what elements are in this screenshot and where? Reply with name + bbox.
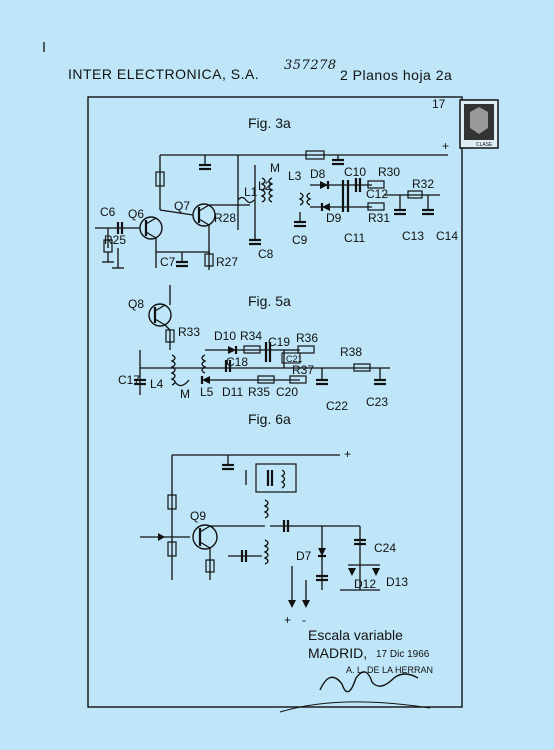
handwritten-number: 357278 <box>284 58 337 73</box>
company-name: INTER ELECTRONICA, S.A. <box>68 66 260 82</box>
footer-place: MADRID, <box>308 645 367 661</box>
svg-text:CLASE: CLASE <box>476 142 493 148</box>
fig5a-label-c23: C23 <box>366 395 388 409</box>
fig3a-label-d9: D9 <box>326 211 342 225</box>
fig6a-label-plus: + <box>284 613 291 627</box>
fig5a-label-l5: L5 <box>200 385 214 399</box>
figure-3a: Fig. 3a + <box>95 115 458 270</box>
fig3a-label-c13: C13 <box>402 229 424 243</box>
fig5a-label-r37: R37 <box>292 363 314 377</box>
fig5a-label-l4: L4 <box>150 377 164 391</box>
footer-date: 17 Dic 1966 <box>376 649 430 660</box>
fig3a-label-r31: R31 <box>368 211 390 225</box>
footer-signatory: A. L. DE LA HERRAN <box>346 665 433 675</box>
fig3a-label-q7: Q7 <box>174 199 190 213</box>
fig3a-title: Fig. 3a <box>248 115 291 131</box>
fig6a-label-d13: D13 <box>386 575 408 589</box>
fig3a-label-c6: C6 <box>100 205 116 219</box>
fig5a-label-m: M <box>180 387 190 401</box>
fig3a-label-r30: R30 <box>378 165 400 179</box>
fig5a-label-r35: R35 <box>248 385 270 399</box>
fig6a-label-d12: D12 <box>354 577 376 591</box>
fig5a-label-d11: D11 <box>222 385 243 399</box>
fig3a-label-q6: Q6 <box>128 207 144 221</box>
footer-scale: Escala variable <box>308 627 403 643</box>
fig5a-label-c21: C21 <box>286 354 303 364</box>
revenue-stamp: CLASE 17 <box>432 97 499 149</box>
fig3a-label-l1: L1 <box>244 185 258 199</box>
figure-6a: Fig. 6a + <box>140 411 408 627</box>
fig5a-label-c20: C20 <box>276 385 298 399</box>
fig6a-plus-top: + <box>344 447 351 461</box>
fig3a-label-r32: R32 <box>412 177 434 191</box>
signature-underline <box>279 701 431 713</box>
fig5a-label-c19: C19 <box>268 335 290 349</box>
fig6a-title: Fig. 6a <box>248 411 291 427</box>
fig5a-label-c17: C17 <box>118 373 140 387</box>
fig6a-label-q9: Q9 <box>190 509 206 523</box>
stamp-code: 17 <box>432 97 446 111</box>
signature-scribble <box>319 671 419 693</box>
fig5a-title: Fig. 5a <box>248 293 291 309</box>
fig3a-label-l3: L3 <box>288 169 302 183</box>
fig5a-label-q8: Q8 <box>128 297 144 311</box>
plan-info: 2 Planos hoja 2a <box>340 67 453 83</box>
fig5a-label-r34: R34 <box>240 329 262 343</box>
fig6a-label-c24: C24 <box>374 541 396 555</box>
fig3a-label-c9: C9 <box>292 233 308 247</box>
fig3a-label-c11: C11 <box>344 231 365 245</box>
fig3a-label-c10: C10 <box>344 165 366 179</box>
fig5a-label-c18: C18 <box>226 355 248 369</box>
fig3a-label-c14: C14 <box>436 229 458 243</box>
drawing-frame <box>87 96 463 708</box>
fig5a-label-r36: R36 <box>296 331 318 345</box>
fig5a-label-c22: C22 <box>326 399 348 413</box>
fig3a-label-c12: C12 <box>366 187 388 201</box>
fig3a-label-r28: R28 <box>214 211 236 225</box>
fig3a-label-c7: C7 <box>160 255 176 269</box>
fig5a-label-r38: R38 <box>340 345 362 359</box>
figure-5a: Fig. 5a <box>118 285 390 413</box>
fig3a-label-m: M <box>270 161 280 175</box>
fig6a-label-minus: - <box>302 613 306 627</box>
fig5a-label-d10: D10 <box>214 329 236 343</box>
fig3a-label-r27: R27 <box>216 255 238 269</box>
fig6a-label-d7: D7 <box>296 549 312 563</box>
footer-block: Escala variable MADRID, 17 Dic 1966 A. L… <box>279 627 433 713</box>
fig5a-label-r33: R33 <box>178 325 200 339</box>
fig3a-plus-label: + <box>442 139 449 153</box>
fig3a-label-r25: R25 <box>104 233 126 247</box>
fig3a-label-l2: L2 <box>258 179 272 193</box>
fig3a-label-c8: C8 <box>258 247 274 261</box>
fig3a-label-d8: D8 <box>310 167 326 181</box>
